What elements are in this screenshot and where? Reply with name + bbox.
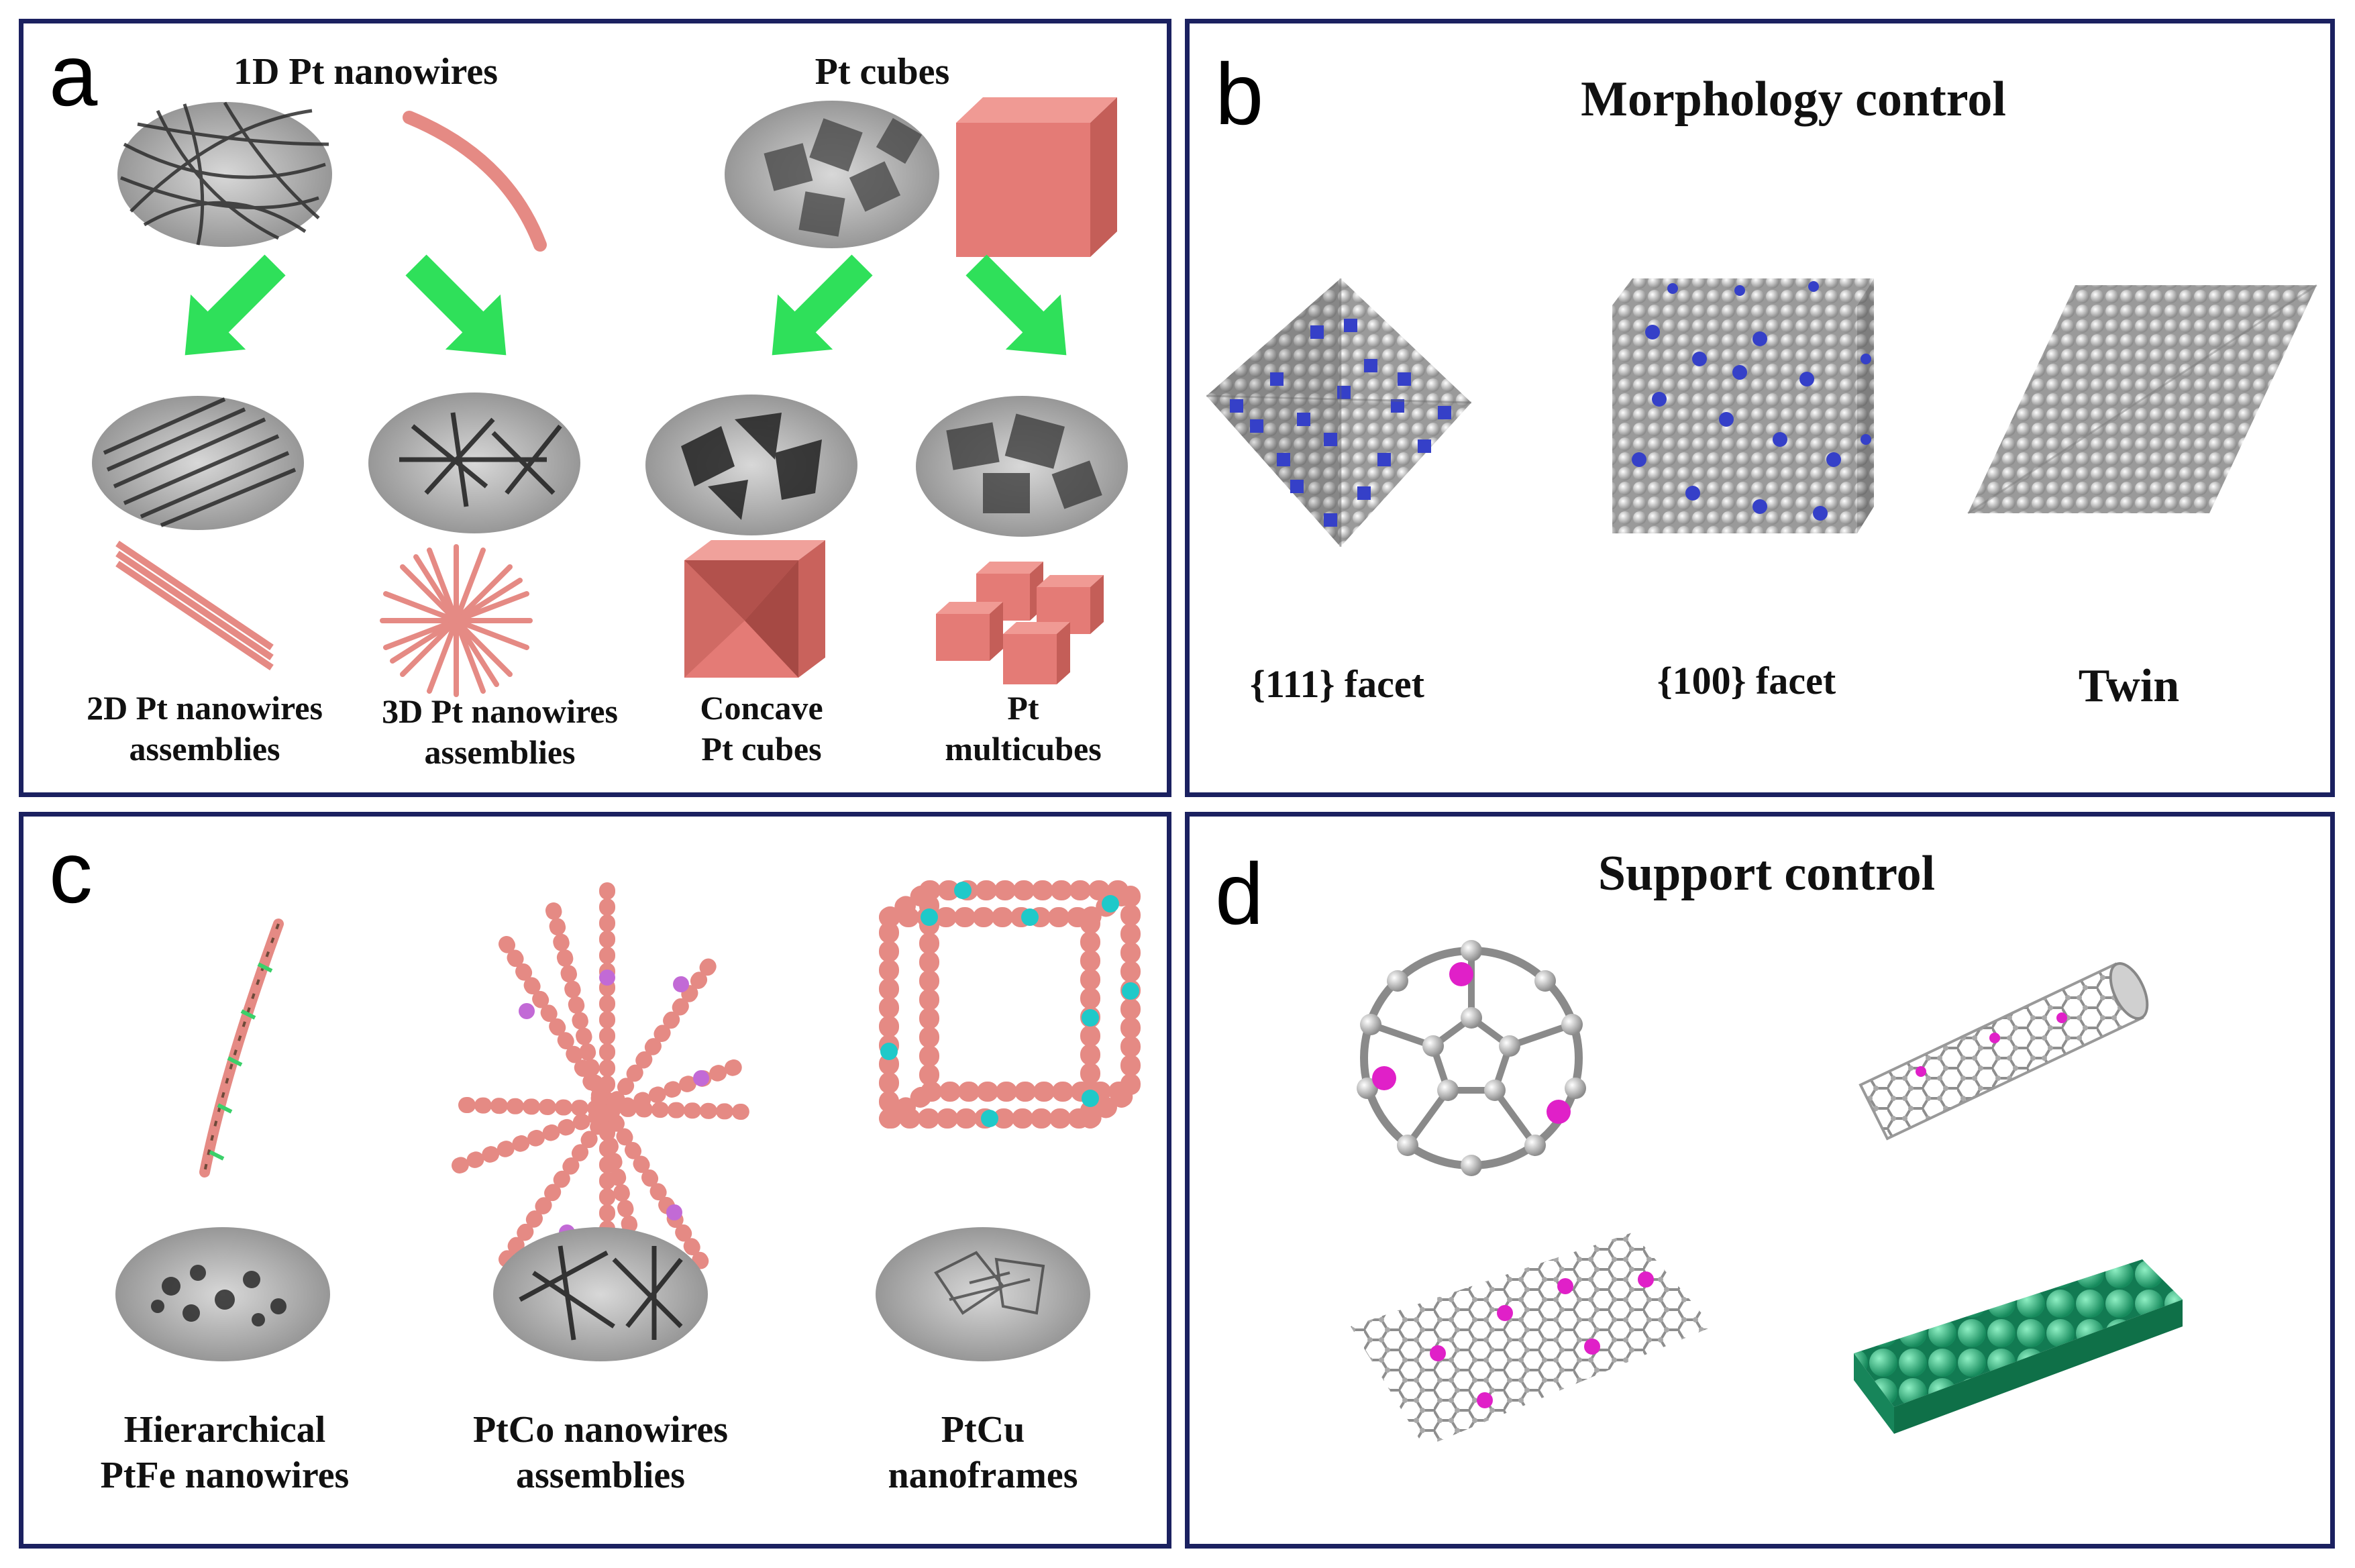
- twin-particle: [1967, 284, 2317, 515]
- tem-multicubes: [916, 396, 1128, 537]
- pt-cube-model: [956, 97, 1117, 257]
- panel-b: b Morphology control: [1185, 19, 2335, 797]
- concave-cube-model: [684, 540, 825, 678]
- panel-b-graphics: [1206, 278, 2317, 547]
- tem-ptcu: [876, 1227, 1090, 1361]
- tem-2d-assemblies: [92, 396, 304, 530]
- ptcu-nanoframe-model: [879, 880, 1141, 1129]
- panel-d-graphics: [1351, 940, 2183, 1447]
- arrows: [185, 254, 1067, 356]
- label-2d-assemblies: 2D Pt nanowires assemblies: [87, 689, 323, 768]
- arrow-4: [965, 254, 1067, 356]
- label-100-facet: {100} facet: [1657, 659, 1836, 702]
- substrate-slab-model: [1854, 1259, 2183, 1434]
- ptfe-nanowire-model: [199, 919, 284, 1178]
- tem-concave-cubes: [645, 395, 857, 535]
- panel-c-graphics: [115, 880, 1141, 1361]
- nanowire-2d-model: [115, 540, 274, 671]
- label-multicubes: Pt multicubes: [945, 689, 1102, 768]
- nanowire-3d-model: [380, 544, 533, 697]
- tem-3d-assemblies: [368, 393, 580, 533]
- label-3d-assemblies: 3D Pt nanowires assemblies: [382, 692, 618, 771]
- panel-a: a 1D Pt nanowires Pt cubes: [19, 19, 1171, 797]
- label-concave-cubes: Concave Pt cubes: [700, 689, 823, 768]
- arrow-2: [405, 254, 507, 356]
- cube-100: [1612, 278, 1874, 533]
- panel-a-title-left: 1D Pt nanowires: [233, 51, 499, 93]
- label-111-facet: {111} facet: [1250, 662, 1424, 706]
- tem-1d-nanowires: [117, 101, 332, 247]
- panel-a-graphics: [92, 97, 1128, 697]
- multicube-model: [936, 562, 1104, 684]
- nanotube-model: [1859, 962, 2149, 1141]
- panel-d-title: Support control: [1598, 846, 1936, 901]
- label-ptfe: Hierarchical PtFe nanowires: [100, 1409, 350, 1497]
- panel-b-title: Morphology control: [1581, 72, 2006, 127]
- label-ptcu: PtCu nanoframes: [888, 1409, 1078, 1497]
- panel-b-letter: b: [1215, 45, 1264, 143]
- nanowire-1d-model: [403, 111, 547, 252]
- panel-d-letter: d: [1215, 845, 1264, 943]
- arrow-3: [772, 254, 873, 356]
- panel-a-title-right: Pt cubes: [815, 51, 950, 93]
- tem-ptco: [493, 1227, 708, 1361]
- panel-c-letter: c: [49, 823, 93, 921]
- panel-c: c: [19, 812, 1171, 1549]
- label-twin: Twin: [2078, 660, 2180, 712]
- panel-a-letter: a: [49, 26, 98, 124]
- arrow-1: [185, 254, 286, 356]
- label-ptco: PtCo nanowires assemblies: [472, 1409, 729, 1497]
- fullerene-model: [1357, 940, 1586, 1176]
- panel-d: d Support control: [1185, 812, 2335, 1549]
- octahedron-111: [1206, 278, 1472, 547]
- tem-pt-cubes: [725, 101, 939, 248]
- graphene-sheet-model: [1351, 1233, 1713, 1447]
- tem-ptfe: [115, 1227, 330, 1361]
